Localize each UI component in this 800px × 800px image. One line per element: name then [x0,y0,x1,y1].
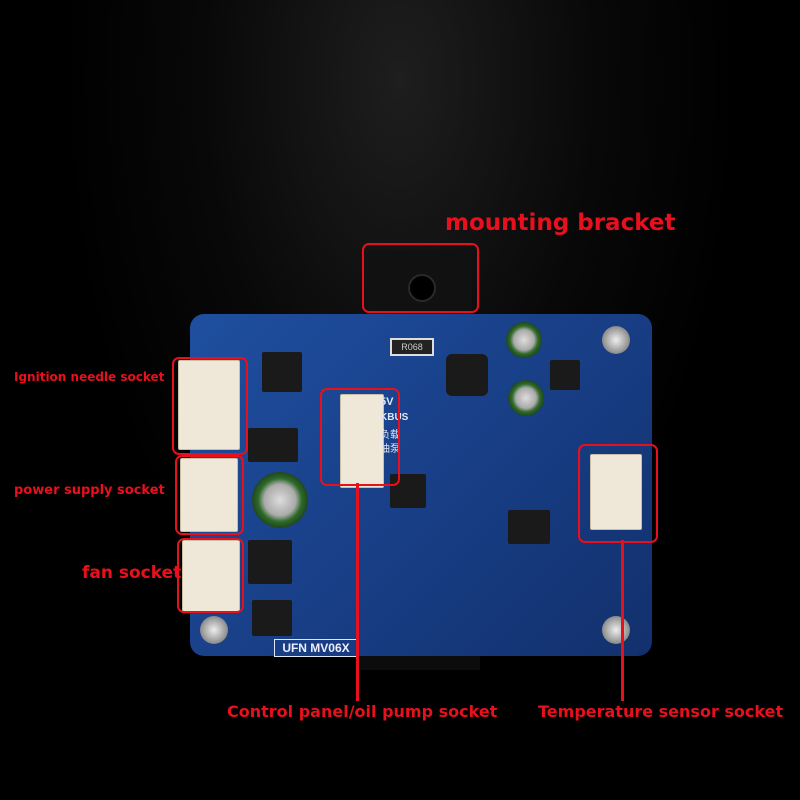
bracket-hole [408,274,436,302]
label-ignition: Ignition needle socket [14,370,165,384]
ic-chip-2 [550,360,580,390]
silkscreen-5v: 5V [380,396,394,408]
mounting-bracket [368,250,472,322]
capacitor-large [252,472,308,528]
diode [248,428,298,462]
circuit-board: 5V KBUS 负载 油泵 R068 [178,314,652,656]
board-model-label: UFN MV06X [274,639,358,657]
power-highlight [175,455,244,535]
silkscreen-kbus: KBUS [380,412,409,423]
resistor-label: R068 [390,338,434,356]
label-power: power supply socket [14,483,165,498]
fan-highlight [177,538,244,613]
control-highlight [320,388,400,486]
temperature-leader-line [621,540,624,701]
label-fan: fan socket [82,563,182,583]
mosfet-1 [248,540,292,584]
control-leader-line [356,483,359,701]
screw-top-right [602,326,630,354]
ignition-connector [178,360,240,450]
screw-bottom-right [602,616,630,644]
silkscreen-pump: 油泵 [380,444,400,455]
regulator-chip [262,352,302,392]
label-temperature: Temperature sensor socket [538,702,784,721]
silkscreen-load: 负载 [380,430,400,441]
mosfet-2 [252,600,292,636]
ignition-highlight [172,357,248,455]
label-mounting-bracket: mounting bracket [445,210,676,236]
label-control: Control panel/oil pump socket [227,702,498,721]
capacitor-2 [508,380,544,416]
temperature-highlight [578,444,658,543]
ic-chip [508,510,550,544]
temperature-connector [590,454,642,530]
capacitor-1 [506,322,542,358]
control-connector [340,394,384,488]
inductor [446,354,488,396]
power-connector [180,458,238,532]
bracket-highlight [362,243,479,313]
screw-bottom-left [200,616,228,644]
